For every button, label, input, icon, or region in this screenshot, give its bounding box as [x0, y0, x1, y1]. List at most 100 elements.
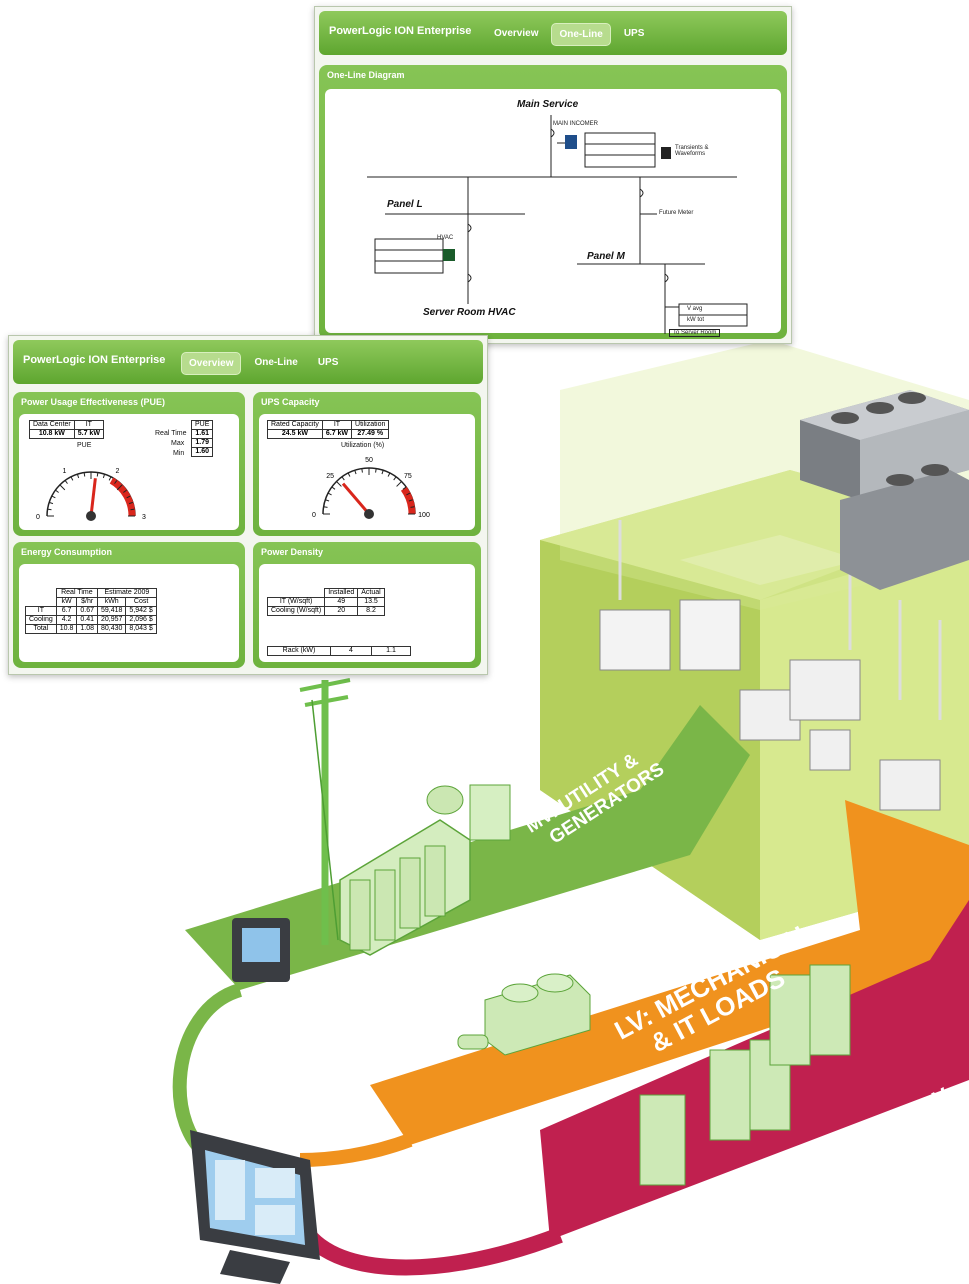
- gauge-tick: [108, 476, 112, 481]
- one-line-diagram-panel: One-Line Diagram: [319, 65, 787, 339]
- energy-consumption-panel: Energy Consumption Real Time Estimate 20…: [13, 542, 245, 668]
- table-header: $/hr: [76, 597, 98, 607]
- one-line-wiring: [367, 115, 748, 334]
- gauge-tick: [393, 476, 397, 481]
- table-cell: 4: [330, 646, 372, 656]
- tab-ups[interactable]: UPS: [623, 28, 645, 39]
- real-time-label: Real Time: [155, 430, 187, 437]
- transients-label: Transients & Waveforms: [675, 145, 709, 157]
- tab-one-line[interactable]: One-Line: [254, 357, 298, 368]
- gauge-arc: [400, 486, 416, 515]
- table-cell: 10.8: [55, 624, 78, 634]
- row-label: Total: [25, 624, 57, 634]
- gauge-tick: [83, 472, 86, 477]
- table-cell: 2,096 $: [125, 615, 157, 625]
- pue-values-table: PUE 1.61 1.79 1.60: [190, 420, 214, 457]
- panel-title: Power Usage Effectiveness (PUE): [21, 397, 166, 407]
- table-cell: 27.49 %: [351, 429, 390, 439]
- gauge-tick: [114, 480, 118, 484]
- table-cell: 4.2: [55, 615, 78, 625]
- tab-one-line[interactable]: One-Line: [551, 23, 611, 46]
- table-cell: 8.2: [357, 606, 385, 616]
- table-cell: 1.1: [371, 646, 411, 656]
- hvac-label: HVAC: [437, 235, 454, 241]
- gauge-tick: [387, 472, 391, 477]
- gauge-tick: [51, 495, 56, 499]
- power-density-table: Installed Actual IT (W/sqft) 49 13.5 Coo…: [266, 588, 385, 616]
- gauge-tick-label: 0: [36, 514, 40, 521]
- gauge-tick-label: 3: [142, 514, 146, 521]
- tab-bar: Overview One-Line UPS: [487, 23, 651, 46]
- gauge-tick: [341, 476, 345, 481]
- server-racks: [639, 964, 851, 1186]
- transformer: [339, 784, 511, 956]
- panel-l-label: Panel L: [387, 199, 423, 210]
- row-label: Cooling: [25, 615, 57, 625]
- cooling-unit: [457, 973, 591, 1056]
- table-cell: 5.7 kW: [73, 429, 104, 439]
- gauge-tick: [406, 492, 411, 496]
- gauge-tick: [96, 472, 99, 477]
- power-meter-device: [232, 918, 290, 982]
- gauge-tick-label: 0: [312, 512, 316, 519]
- app-title: PowerLogic ION Enterprise: [329, 25, 472, 37]
- tab-overview[interactable]: Overview: [494, 28, 539, 39]
- energy-table: Real Time Estimate 2009 kW $/hr kWh Cost…: [25, 588, 157, 634]
- magenta-connector-curve: [292, 1216, 563, 1276]
- panel-title: Energy Consumption: [21, 547, 113, 557]
- one-line-diagram: Main Service MAIN INCOMER Transients & W…: [325, 89, 781, 337]
- tab-bar: Overview One-Line UPS: [181, 352, 345, 375]
- table-header: Real Time: [55, 588, 99, 598]
- table-cell: 6.7 kW: [321, 429, 353, 439]
- table-cell: 6.7: [55, 606, 78, 616]
- table-cell: 0.41: [76, 615, 98, 625]
- gauge-tick: [410, 506, 415, 508]
- row-label: Cooling (W/sqft): [266, 606, 326, 616]
- table-cell: 20: [324, 606, 359, 616]
- table-header: Installed: [324, 588, 359, 598]
- app-title: PowerLogic ION Enterprise: [23, 354, 166, 366]
- rooftop-chillers: [800, 390, 969, 590]
- row-label: IT (W/sqft): [266, 597, 326, 607]
- kw-tot-label: kW tot: [687, 317, 705, 323]
- gauge-tick: [76, 473, 80, 479]
- hvac-meter-icon: [443, 249, 455, 261]
- table-cell: 10.8 kW: [29, 429, 75, 439]
- one-line-window: PowerLogic ION Enterprise Overview One-L…: [314, 6, 792, 344]
- table-cell: 49: [324, 597, 359, 607]
- panel-m-label: Panel M: [587, 251, 625, 262]
- future-meter-label: Future Meter: [659, 210, 694, 216]
- gauge-tick: [381, 470, 384, 475]
- gauge-tick: [47, 508, 52, 511]
- ups-gauge-label: Utilization (%): [341, 442, 385, 449]
- lv-mechanical-arrow: [370, 800, 969, 1145]
- panel-title: One-Line Diagram: [327, 70, 405, 80]
- tab-ups[interactable]: UPS: [317, 357, 339, 368]
- table-header: kW: [55, 597, 78, 607]
- row-label: Rack (kW): [267, 646, 331, 656]
- gauge-needle: [341, 482, 371, 515]
- to-server-room-label: To Server Room: [669, 329, 721, 337]
- main-service-label: Main Service: [517, 99, 579, 110]
- table-cell: 80,430: [96, 624, 127, 634]
- tab-overview[interactable]: Overview: [181, 352, 242, 375]
- orange-connector-curve: [299, 1133, 413, 1167]
- meter-icon: [565, 135, 577, 149]
- table-header: Cost: [125, 597, 157, 607]
- gauge-tick-label: 75: [404, 473, 412, 480]
- table-row: Cooling 4.2 0.41 20,957 2,096 $: [25, 615, 157, 625]
- table-cell: 13.5: [357, 597, 385, 607]
- gauge-tick-label: 50: [365, 457, 373, 464]
- table-row: Rack (kW) 4 1.1: [267, 646, 411, 656]
- gauge-tick: [336, 481, 342, 487]
- gauge-tick-label: 100: [418, 512, 430, 519]
- table-header: IT: [321, 420, 353, 430]
- gauge-tick: [361, 468, 363, 473]
- gauge-tick: [130, 508, 135, 511]
- table-header: kWh: [96, 597, 127, 607]
- gauge-needle: [89, 478, 97, 517]
- table-cell: 24.5 kW: [267, 429, 323, 439]
- utility-pole: [299, 678, 351, 945]
- table-row: IT 6.7 0.67 59,418 5,942 $: [25, 606, 157, 616]
